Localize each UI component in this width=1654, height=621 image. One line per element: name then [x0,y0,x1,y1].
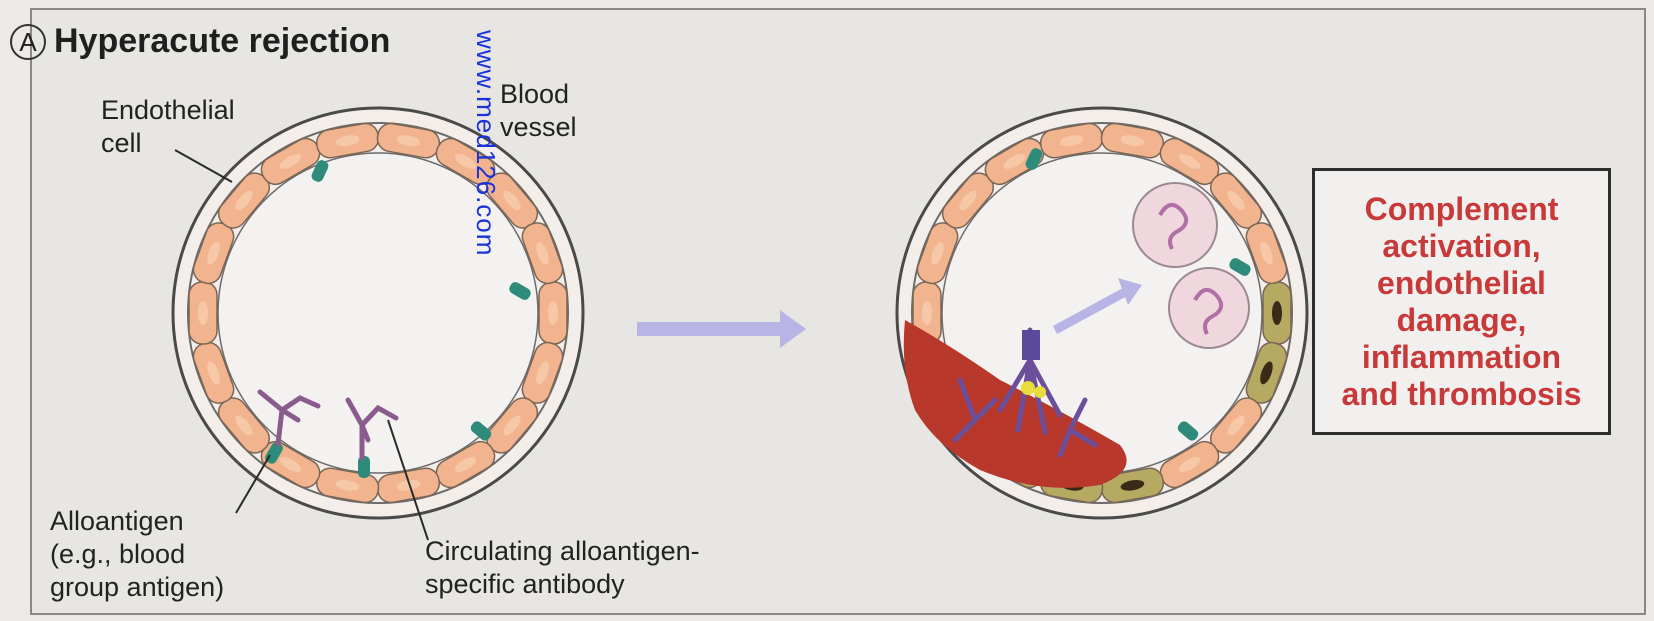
endothelial-cell-label: Endothelial cell [101,94,235,160]
right-blood-vessel [897,108,1307,518]
left-blood-vessel [173,108,583,540]
antibody-label: Circulating alloantigen- specific antibo… [425,535,700,601]
watermark-text: www.med126.com [470,30,501,256]
complement-protein [1022,330,1040,360]
cell-nucleus [1272,301,1282,325]
cell-nucleus [922,301,932,325]
result-text: Complement activation, endothelial damag… [1341,191,1581,413]
result-box: Complement activation, endothelial damag… [1312,168,1611,435]
blood-vessel-label: Blood vessel [500,78,577,144]
cell-nucleus [198,301,208,325]
cell-nucleus [548,301,558,325]
alloantigen-label: Alloantigen (e.g., blood group antigen) [50,505,224,604]
